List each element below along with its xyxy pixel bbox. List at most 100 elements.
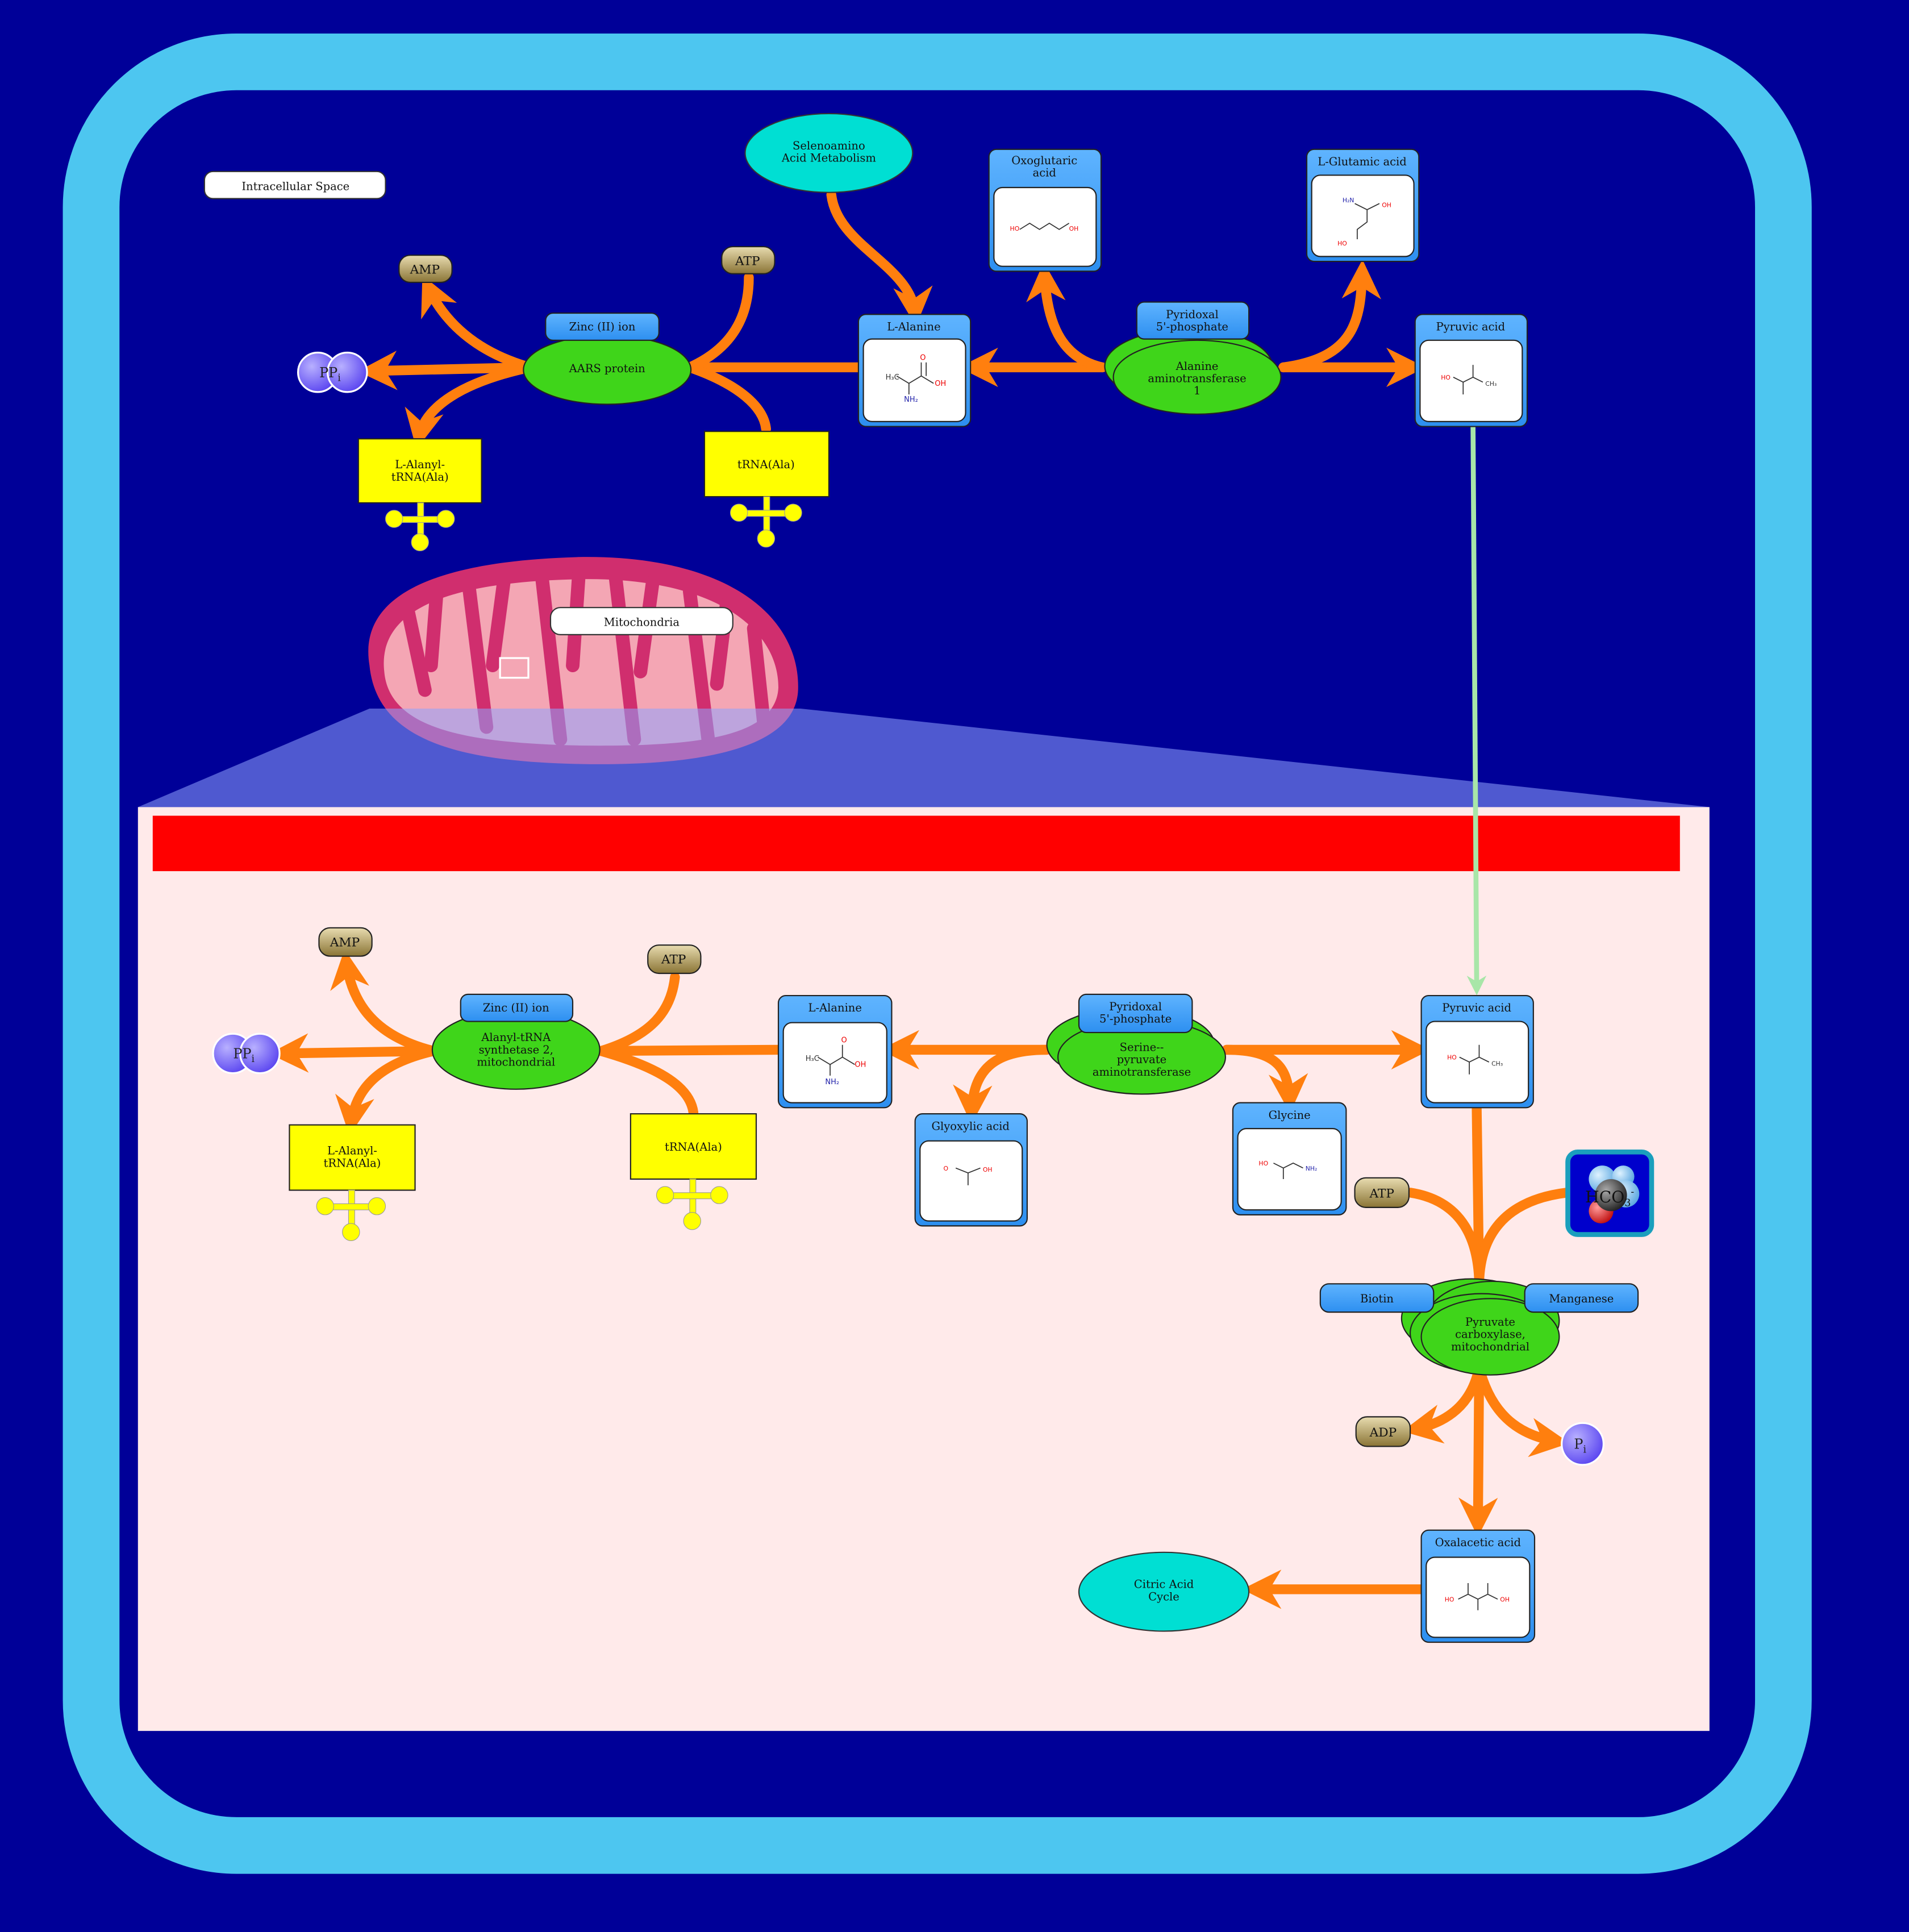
mito-reaction-edges (269, 949, 1572, 1609)
svg-text:acid: acid (1033, 166, 1056, 179)
svg-text:PPi: PPi (233, 1046, 255, 1065)
svg-text:L-Alanyl-: L-Alanyl- (395, 458, 445, 471)
svg-text:ATP: ATP (735, 255, 760, 269)
svg-text:HO: HO (1447, 1054, 1457, 1061)
svg-text:OH: OH (1382, 202, 1391, 209)
cofactor-zinc-ion[interactable]: Zinc (II) ion (545, 313, 660, 341)
svg-text:5'-phosphate: 5'-phosphate (1099, 1013, 1172, 1026)
svg-text:H₃C: H₃C (806, 1055, 819, 1063)
svg-text:Pyridoxal: Pyridoxal (1166, 308, 1219, 321)
compound-glyoxylic-acid[interactable]: Glyoxylic acid O OH (914, 1113, 1028, 1227)
svg-text:mitochondrial: mitochondrial (1451, 1340, 1529, 1353)
cofactor-biotin[interactable]: Biotin (1319, 1283, 1435, 1313)
svg-text:tRNA(Ala): tRNA(Ala) (737, 458, 795, 471)
compound-pyruvic-acid[interactable]: Pyruvic acid HO CH₃ (1414, 314, 1528, 427)
svg-text:Zinc (II) ion: Zinc (II) ion (569, 320, 636, 333)
svg-text:ATP: ATP (661, 953, 686, 967)
pathway-selenoamino-metabolism[interactable]: Selenoamino Acid Metabolism (744, 113, 914, 193)
pyruvate-transport-edge (1466, 425, 1487, 996)
svg-text:NH₂: NH₂ (1306, 1165, 1318, 1172)
svg-text:O: O (841, 1036, 847, 1044)
cofactor-pyridoxal-phosphate[interactable]: Pyridoxal 5'-phosphate (1136, 301, 1250, 340)
cofactor-manganese[interactable]: Manganese (1524, 1283, 1639, 1313)
svg-text:HO: HO (1337, 240, 1347, 247)
svg-text:OH: OH (935, 380, 946, 388)
compound-l-alanine-mito[interactable]: L-Alanine H₃C O OH NH₂ (777, 994, 893, 1109)
svg-text:L-Alanyl-: L-Alanyl- (327, 1144, 377, 1157)
svg-text:AMP: AMP (410, 263, 440, 277)
compound-pyruvic-acid-mito[interactable]: Pyruvic acid HO CH₃ (1420, 994, 1534, 1109)
svg-text:Oxalacetic acid: Oxalacetic acid (1435, 1536, 1521, 1549)
compound-l-alanine[interactable]: L-Alanine H₃C O OH NH₂ (857, 314, 972, 427)
trna-trna-ala[interactable]: tRNA(Ala) (703, 431, 830, 548)
trna-trna-ala-mito[interactable]: tRNA(Ala) (630, 1113, 757, 1230)
metabolite-atp-pyruvate-carboxylase[interactable]: ATP (1354, 1177, 1410, 1208)
metabolite-pyrophosphate-mito[interactable]: PPi (212, 1032, 281, 1075)
svg-text:Manganese: Manganese (1549, 1292, 1614, 1305)
trna-cloverleaf-icon (316, 1189, 386, 1241)
svg-text:Pi: Pi (1574, 1436, 1586, 1456)
svg-text:Pyruvic acid: Pyruvic acid (1442, 1001, 1511, 1014)
protein-alanine-aminotransferase-1[interactable]: Alanine aminotransferase 1 (1104, 328, 1282, 415)
svg-text:Pyruvate: Pyruvate (1465, 1315, 1515, 1329)
svg-text:Mitochondria: Mitochondria (604, 616, 680, 629)
svg-text:Glyoxylic acid: Glyoxylic acid (931, 1119, 1009, 1132)
svg-text:CH₃: CH₃ (1491, 1060, 1503, 1068)
svg-text:Acid Metabolism: Acid Metabolism (781, 151, 876, 164)
svg-text:L-Glutamic acid: L-Glutamic acid (1318, 155, 1407, 168)
svg-text:Citric Acid: Citric Acid (1134, 1578, 1194, 1591)
trna-l-alanyl-trna-ala-mito[interactable]: L-Alanyl- tRNA(Ala) (289, 1124, 416, 1241)
svg-text:Serine--: Serine-- (1120, 1041, 1164, 1054)
metabolite-bicarbonate[interactable]: HCO3- (1565, 1149, 1654, 1237)
svg-text:mitochondrial: mitochondrial (477, 1056, 555, 1069)
svg-text:HO: HO (1258, 1160, 1268, 1167)
compound-oxoglutaric-acid[interactable]: Oxoglutaric acid HO OH (988, 148, 1102, 272)
svg-text:Cycle: Cycle (1148, 1590, 1179, 1603)
svg-text:HO: HO (1445, 1596, 1454, 1604)
svg-text:AMP: AMP (330, 935, 360, 950)
compound-oxalacetic-acid[interactable]: Oxalacetic acid HO OH (1420, 1529, 1536, 1643)
compound-glycine[interactable]: Glycine HO NH₂ (1232, 1102, 1347, 1215)
mitochondrial-membrane-bar (152, 815, 1680, 872)
svg-text:CH₃: CH₃ (1485, 380, 1497, 388)
svg-text:Oxoglutaric: Oxoglutaric (1011, 154, 1077, 167)
svg-text:OH: OH (983, 1166, 993, 1173)
svg-text:ADP: ADP (1369, 1426, 1397, 1440)
svg-text:HCO3-: HCO3- (1585, 1186, 1634, 1209)
svg-text:L-Alanine: L-Alanine (808, 1001, 862, 1014)
svg-text:NH₂: NH₂ (904, 395, 918, 404)
metabolite-pyrophosphate[interactable]: PPi (297, 351, 368, 393)
cytosol-reaction-edges (357, 190, 1426, 449)
cofactor-zinc-ion-mito[interactable]: Zinc (II) ion (460, 993, 574, 1022)
trna-cloverleaf-icon (730, 496, 802, 548)
svg-text:tRNA(Ala): tRNA(Ala) (391, 470, 449, 484)
protein-alanyl-trna-synthetase-2[interactable]: Alanyl-tRNA synthetase 2, mitochondrial (431, 1009, 601, 1090)
pathway-citric-acid-cycle[interactable]: Citric Acid Cycle (1078, 1551, 1250, 1632)
svg-text:aminotransferase: aminotransferase (1148, 372, 1246, 385)
svg-text:HO: HO (1441, 374, 1450, 381)
svg-text:5'-phosphate: 5'-phosphate (1156, 320, 1228, 333)
svg-text:carboxylase,: carboxylase, (1455, 1328, 1525, 1341)
svg-text:1: 1 (1194, 384, 1201, 397)
trna-l-alanyl-trna-ala[interactable]: L-Alanyl- tRNA(Ala) (357, 438, 482, 552)
cofactor-pyridoxal-phosphate-mito[interactable]: Pyridoxal 5'-phosphate (1078, 993, 1193, 1034)
metabolite-amp[interactable]: AMP (398, 255, 453, 283)
svg-text:L-Alanine: L-Alanine (887, 320, 940, 333)
svg-text:tRNA(Ala): tRNA(Ala) (324, 1156, 381, 1169)
metabolite-atp[interactable]: ATP (721, 245, 776, 274)
svg-text:tRNA(Ala): tRNA(Ala) (665, 1140, 722, 1154)
svg-text:Alanyl-tRNA: Alanyl-tRNA (481, 1031, 551, 1044)
protein-aars[interactable]: AARS protein (523, 335, 692, 405)
metabolite-amp-mito[interactable]: AMP (318, 927, 373, 957)
metabolite-phosphate[interactable]: Pi (1561, 1422, 1605, 1466)
svg-text:OH: OH (1500, 1596, 1510, 1604)
compound-l-glutamic-acid[interactable]: L-Glutamic acid H₂N OH HO (1306, 148, 1420, 263)
metabolite-atp-mito[interactable]: ATP (647, 944, 702, 975)
compartment-label-intracellular: Intracellular Space (203, 170, 386, 199)
svg-text:Biotin: Biotin (1360, 1292, 1394, 1305)
metabolite-adp[interactable]: ADP (1355, 1416, 1411, 1447)
svg-text:Alanine: Alanine (1176, 360, 1219, 373)
svg-text:OH: OH (855, 1061, 866, 1069)
svg-text:aminotransferase: aminotransferase (1093, 1065, 1191, 1079)
